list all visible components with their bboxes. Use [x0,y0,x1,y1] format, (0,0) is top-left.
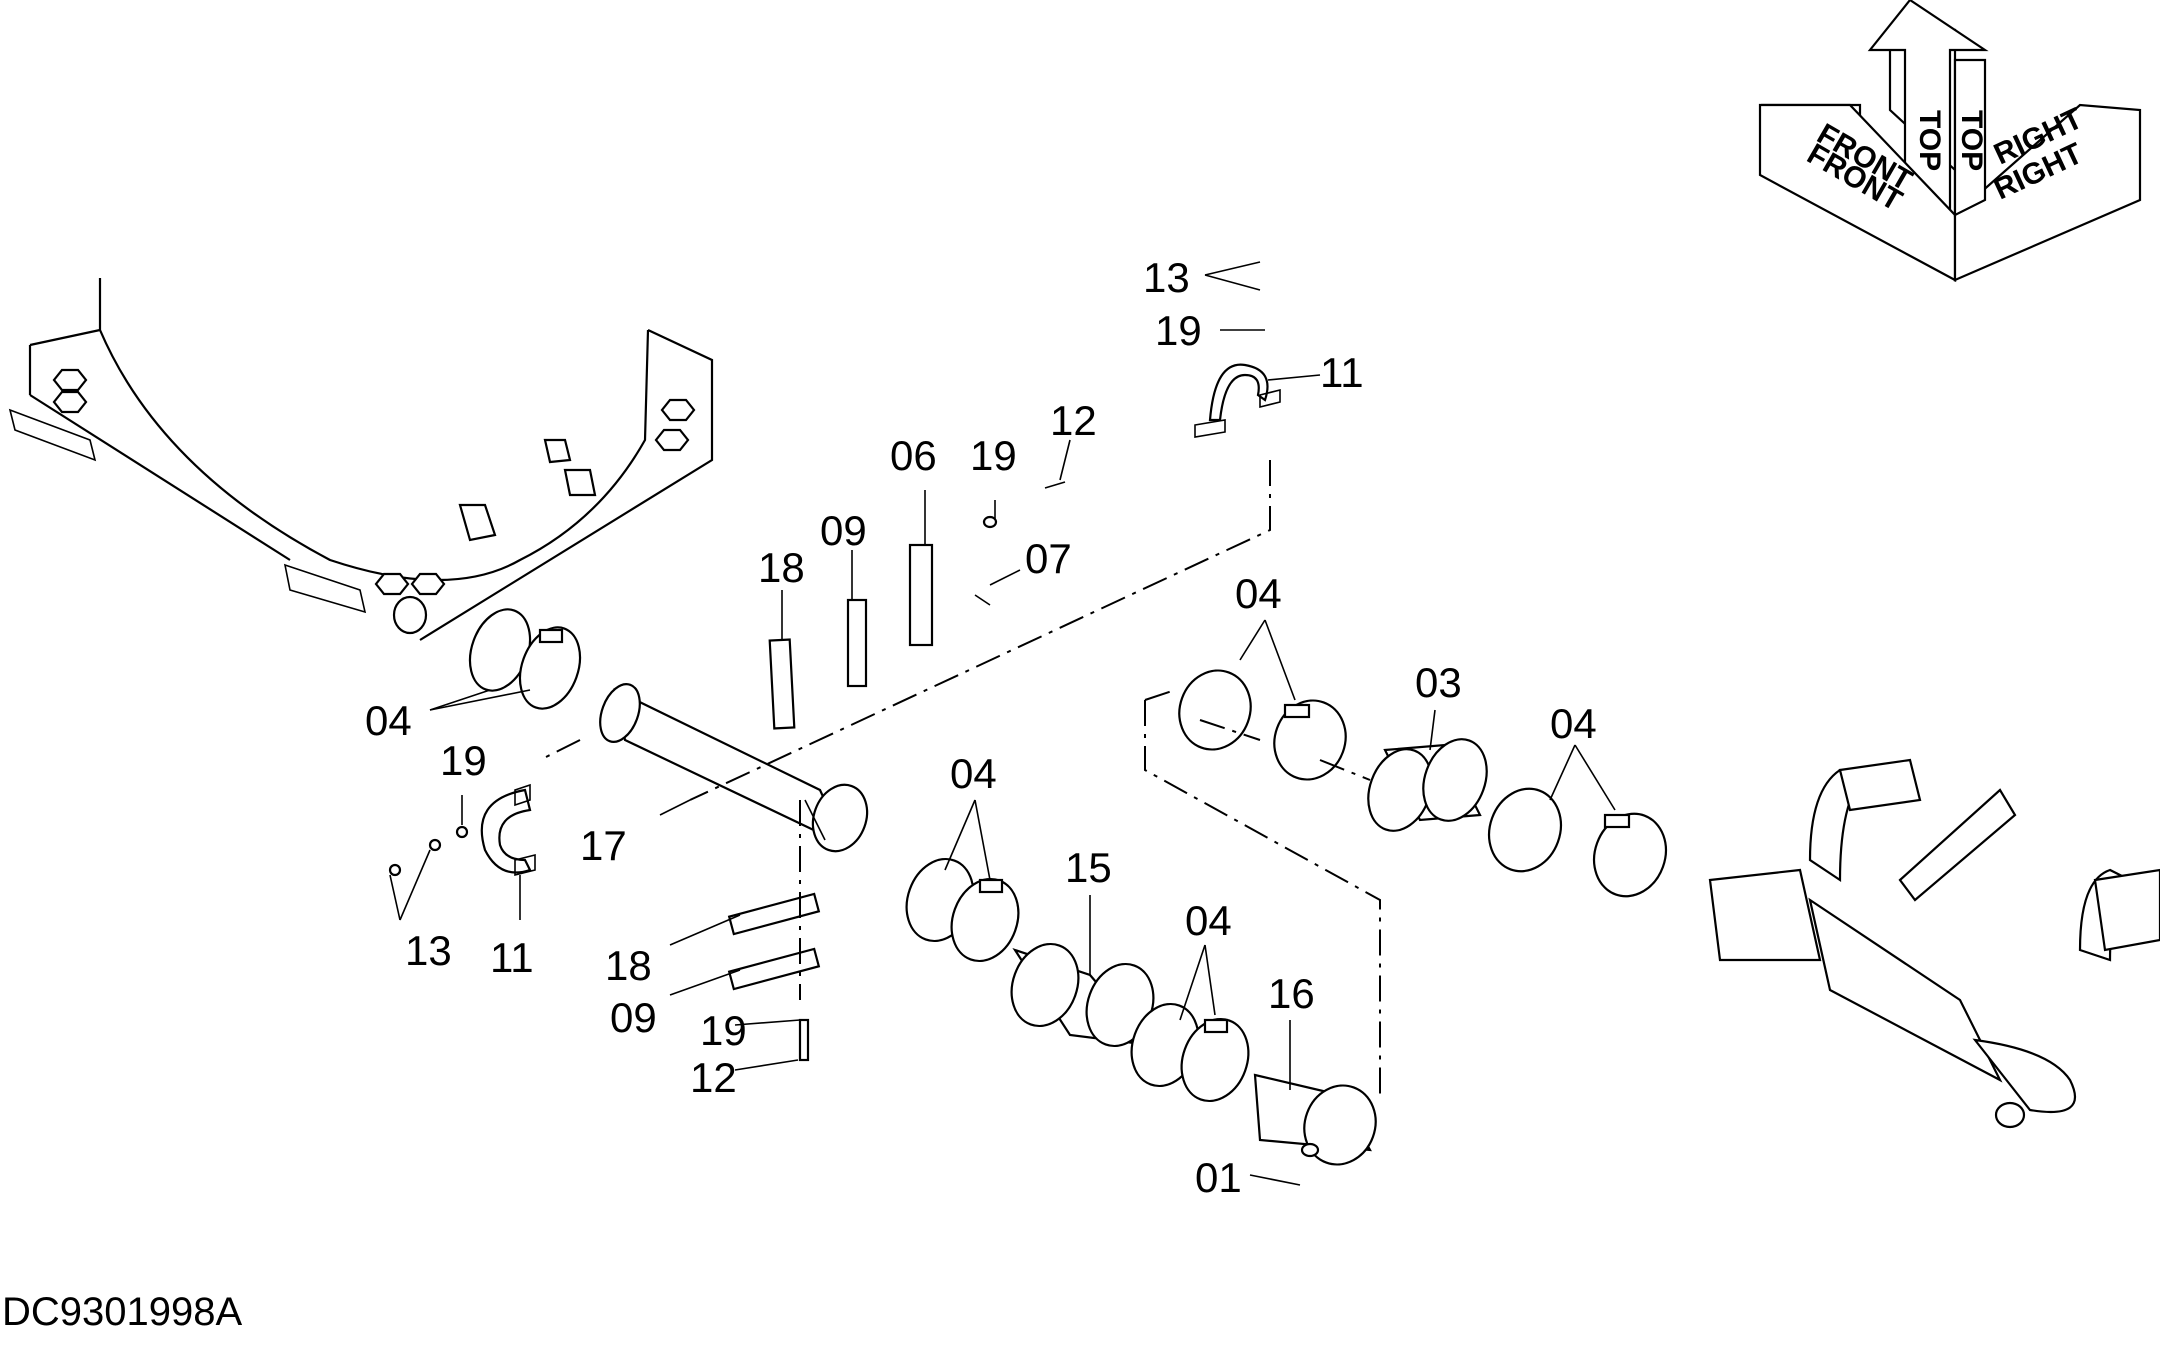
callout-19-left: 19 [440,737,487,784]
callout-19-mid: 19 [970,432,1017,479]
callout-03: 03 [1415,659,1462,706]
clamp-pair-left [468,608,582,710]
u-clamp-upper [1194,363,1281,438]
centerlines [539,460,1381,1100]
callout-09-top: 09 [820,507,867,554]
callout-15: 15 [1065,844,1112,891]
pipe-17 [599,683,869,853]
callout-19-top: 19 [1155,307,1202,354]
callout-06: 06 [890,432,937,479]
clamp-pair-right [1488,787,1667,898]
straps-lower [727,892,821,1062]
callout-04-right: 04 [1550,700,1597,747]
clamp-pair-lower [1130,1002,1250,1103]
callout-12-bottom: 12 [690,1054,737,1101]
orientation-top-label-2: TOP [1955,110,1988,171]
callout-13-top: 13 [1143,254,1190,301]
callout-07: 07 [1025,535,1072,582]
orientation-top-label: TOP [1913,110,1946,171]
orientation-indicator: TOP TOP FRONT FRONT RIGHT RIGHT [1758,0,2142,283]
callout-16: 16 [1268,970,1315,1017]
coupler-03 [1367,738,1488,832]
pipe-16 [1253,1073,1377,1166]
callout-11-bottom: 11 [490,934,534,981]
callout-18-top: 18 [758,544,805,591]
u-clamp-lower [388,783,536,877]
leader-lines [389,261,1616,1186]
callout-labels: 13 19 11 12 06 19 09 07 18 04 03 04 04 1… [365,254,1597,1201]
tank-frame [8,278,714,641]
callout-04-lower: 04 [1185,897,1232,944]
callout-09-bottom: 09 [610,994,657,1041]
callout-04-upper: 04 [1235,570,1282,617]
clamp-pair-upper-right [1178,669,1347,781]
callout-17: 17 [580,822,627,869]
callout-01: 01 [1195,1154,1242,1201]
coupler-15 [1010,942,1155,1048]
callout-18-bottom: 18 [605,942,652,989]
callout-19-bottom: 19 [700,1007,747,1054]
callout-11-top: 11 [1320,349,1364,396]
muffler-assembly [1708,758,2160,1129]
callout-13-bottom: 13 [405,927,452,974]
drawing-number: DC9301998A [2,1290,242,1334]
straps-upper [768,481,1066,730]
clamp-pair-middle [905,857,1020,963]
callout-04-left: 04 [365,697,412,744]
callout-12-top: 12 [1050,397,1097,444]
callout-04-middle: 04 [950,750,997,797]
